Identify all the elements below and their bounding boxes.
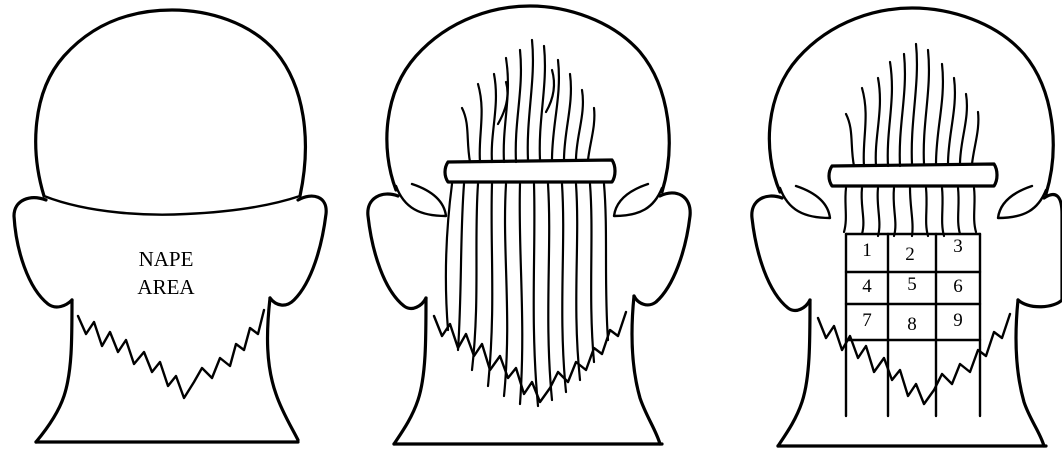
neck-right bbox=[268, 298, 298, 440]
head-figure-hair-clipped bbox=[368, 6, 690, 444]
nape-jagged-edge bbox=[78, 310, 264, 398]
section-number-9: 9 bbox=[953, 310, 963, 331]
head-figure-sectioned-nape: 1 2 3 4 5 6 7 8 9 bbox=[752, 8, 1062, 446]
right-ear bbox=[270, 196, 326, 305]
neck-left bbox=[778, 300, 810, 446]
right-ear bbox=[1018, 195, 1062, 307]
hair-clip-band bbox=[829, 164, 997, 186]
section-number-3: 3 bbox=[953, 236, 963, 257]
section-number-6: 6 bbox=[953, 276, 963, 297]
nape-hairline bbox=[44, 196, 300, 215]
side-hair-right bbox=[998, 186, 1046, 218]
head-figure-nape-area: NAPE AREA bbox=[14, 10, 326, 442]
nape-jagged-edge bbox=[434, 312, 626, 402]
head-outline bbox=[387, 6, 669, 192]
side-hair-left bbox=[780, 186, 830, 218]
section-numbers: 1 2 3 4 5 6 7 8 9 bbox=[862, 236, 963, 335]
head-outline bbox=[36, 10, 306, 196]
neck-right bbox=[1016, 300, 1044, 446]
neck-right bbox=[632, 296, 660, 444]
section-number-7: 7 bbox=[862, 310, 872, 331]
clipped-hair-strands bbox=[846, 44, 978, 166]
clipped-hair-strands bbox=[462, 40, 594, 162]
nape-label-line-2: AREA bbox=[137, 275, 195, 299]
side-hair-right bbox=[614, 184, 662, 216]
hair-clip-band bbox=[445, 160, 615, 182]
section-number-2: 2 bbox=[905, 244, 915, 265]
neck-left bbox=[394, 298, 426, 444]
hair-strands-above-grid bbox=[844, 188, 976, 236]
section-number-5: 5 bbox=[907, 274, 917, 295]
section-number-4: 4 bbox=[862, 276, 872, 297]
section-number-8: 8 bbox=[907, 314, 917, 335]
nape-label-line-1: NAPE bbox=[139, 247, 194, 271]
neck-left bbox=[36, 300, 72, 442]
left-ear bbox=[14, 198, 72, 307]
loose-hair-strands bbox=[446, 184, 608, 406]
side-hair-left bbox=[396, 184, 446, 216]
section-number-1: 1 bbox=[862, 240, 872, 261]
